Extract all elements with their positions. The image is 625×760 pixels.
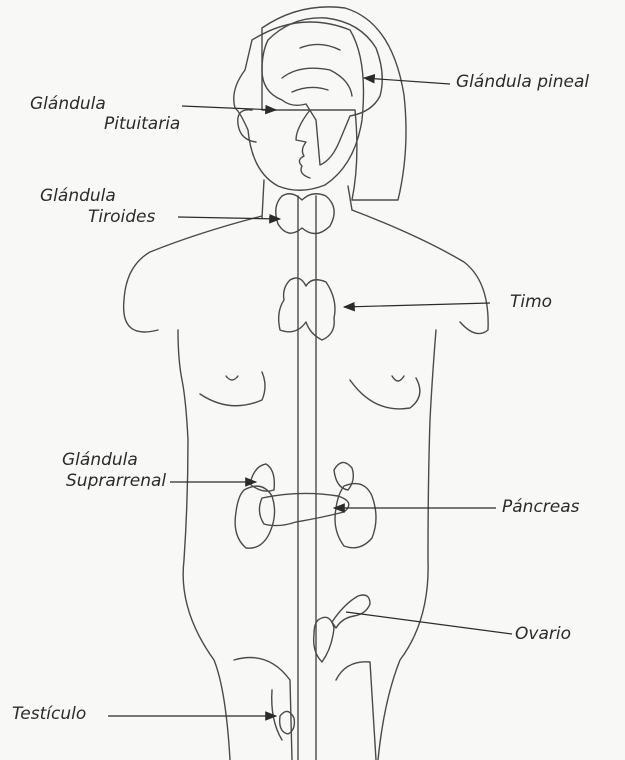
pointer-pineal: [364, 78, 450, 84]
brain: [262, 18, 382, 165]
legs-outline: [234, 658, 376, 760]
face-profile: [296, 110, 310, 178]
pointer-tiroides: [178, 217, 280, 219]
label-pancreas: Páncreas: [502, 497, 580, 517]
thymus-gland: [279, 278, 335, 340]
testicle: [280, 711, 295, 734]
label-pituitaria-line2: Pituitaria: [104, 114, 180, 134]
label-ovario: Ovario: [515, 624, 571, 644]
label-pituitaria-line1: Glándula: [30, 94, 106, 114]
label-suprarrenal-line1: Glándula: [62, 450, 138, 470]
label-suprarrenal-line2: Suprarrenal: [66, 471, 166, 491]
head-outline: [234, 22, 364, 190]
thyroid-gland: [276, 194, 334, 234]
label-testiculo: Testículo: [12, 704, 86, 724]
pointer-ovario: [346, 612, 512, 634]
kidney-left: [235, 486, 274, 548]
label-timo: Timo: [510, 292, 552, 312]
pointer-timo: [344, 303, 490, 307]
label-tiroides-line1: Glándula: [40, 186, 116, 206]
ovary: [314, 617, 334, 662]
kidney-right: [335, 484, 376, 548]
label-tiroides-line2: Tiroides: [88, 207, 155, 227]
breast-left: [200, 372, 265, 406]
label-pineal: Glándula pineal: [456, 72, 589, 92]
torso-outline: [124, 210, 489, 334]
breast-right: [350, 378, 420, 409]
hair: [262, 7, 406, 200]
